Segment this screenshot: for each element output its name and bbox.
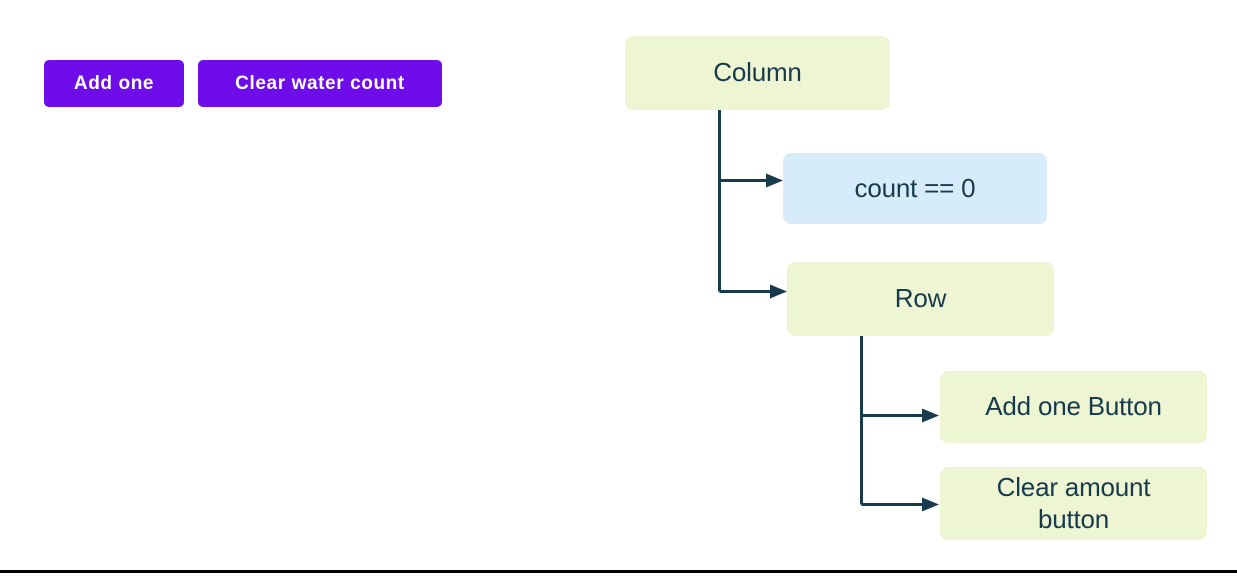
tree-node-column: Column: [625, 36, 890, 110]
arrowhead-icon: [922, 497, 939, 512]
tree-node-count-condition: count == 0: [783, 153, 1047, 224]
tree-node-clear-amount-button: Clear amount button: [940, 467, 1207, 540]
clear-water-count-button[interactable]: Clear water count: [198, 60, 442, 107]
arrowhead-icon: [922, 408, 939, 423]
arrowhead-icon: [770, 284, 787, 299]
tree-node-add-one-button: Add one Button: [940, 371, 1207, 443]
bottom-divider: [0, 570, 1237, 573]
add-one-button[interactable]: Add one: [44, 60, 184, 107]
tree-node-row: Row: [787, 262, 1054, 336]
arrowhead-icon: [766, 173, 783, 188]
